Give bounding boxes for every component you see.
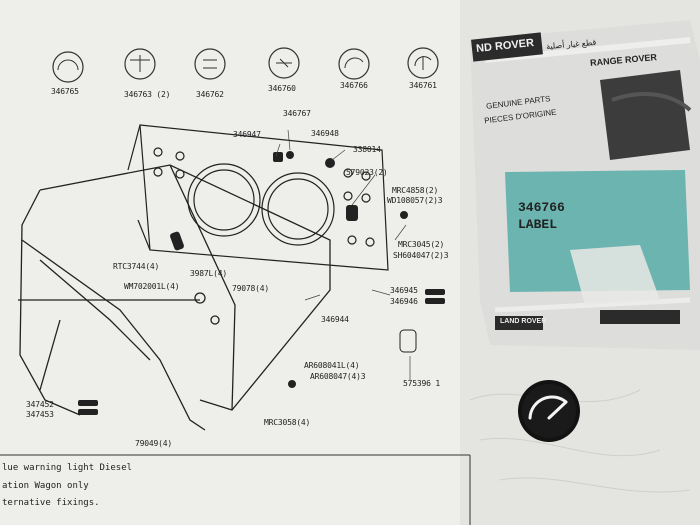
package-part-number: 346766 — [518, 200, 565, 215]
notes-table — [0, 454, 471, 525]
part-label-575396: 575396 1 — [403, 379, 440, 388]
symbol-circles — [52, 47, 439, 83]
label-torn-area — [570, 245, 660, 305]
part-label-346947: 346947 — [233, 130, 261, 139]
part-label-579023: 579023(2) — [346, 168, 388, 177]
part-label-346946: 346946 — [390, 297, 418, 306]
icon-part-gauge: 346765 — [51, 87, 79, 96]
part-label-mrc3045: MRC3045(2) — [398, 240, 445, 249]
note-line-1: lue warning light Diesel — [2, 463, 133, 473]
part-label-346944: 346944 — [321, 315, 349, 324]
part-label-346948: 346948 — [311, 129, 339, 138]
symbol-glyphs — [57, 55, 432, 72]
part-label-mrc3058: MRC3058(4) — [264, 418, 311, 427]
part-label-ar608047: AR608047(4)3 — [310, 372, 366, 381]
icon-part-wiper: 346766 — [340, 81, 368, 90]
icon-part-warning-light: 346763 (2) — [124, 90, 171, 99]
fastener-parts — [78, 151, 445, 415]
brand-band-bottom — [495, 316, 543, 330]
brand-band-top — [471, 32, 543, 62]
icon-part-glowplug: 346760 — [268, 84, 296, 93]
part-label-338014: 338014 — [353, 145, 381, 154]
part-label-3987l: 3987L(4) — [190, 269, 227, 278]
binnacle-cowl — [18, 164, 331, 431]
icon-part-washer-wiper: 346761 — [409, 81, 437, 90]
part-label-79078: 79078(4) — [232, 284, 269, 293]
part-label-79049: 79049(4) — [135, 439, 172, 448]
part-label-wd108057: WD108057(2)3 — [387, 196, 443, 205]
wiper-knob — [518, 380, 580, 442]
note-line-2: ation Wagon only — [2, 481, 89, 491]
icon-part-lamp: 346762 — [196, 90, 224, 99]
part-label-rtc3744: RTC3744(4) — [113, 262, 160, 271]
note-line-3: ternative fixings. — [2, 498, 100, 508]
part-label-346945: 346945 — [390, 286, 418, 295]
brand-band-bottom-2 — [600, 310, 680, 324]
part-label-sh604047: SH604047(2)3 — [393, 251, 449, 260]
package-brand-bottom: LAND ROVER — [500, 318, 547, 325]
part-label-ar608041l: AR608041L(4) — [304, 361, 360, 370]
part-label-346767: 346767 — [283, 109, 311, 118]
package-part-label: LABEL — [518, 217, 558, 232]
part-label-347452: 347452 — [26, 400, 54, 409]
instrument-housing — [127, 124, 389, 271]
part-label-mrc4858: MRC4858(2) — [392, 186, 439, 195]
part-label-347453: 347453 — [26, 410, 54, 419]
part-label-wm702001l: WM702001L(4) — [124, 282, 180, 291]
leader-lines — [275, 129, 411, 380]
